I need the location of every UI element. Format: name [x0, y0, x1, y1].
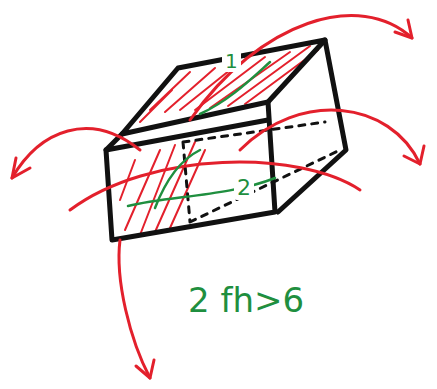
- callout-number: 2: [234, 176, 254, 200]
- callout-number: 1: [222, 50, 241, 72]
- rotation-arrows: [12, 16, 424, 378]
- cube-edges: [106, 40, 346, 240]
- handwritten-note: 2 fh>6: [185, 282, 307, 318]
- measure-lines: [128, 62, 275, 208]
